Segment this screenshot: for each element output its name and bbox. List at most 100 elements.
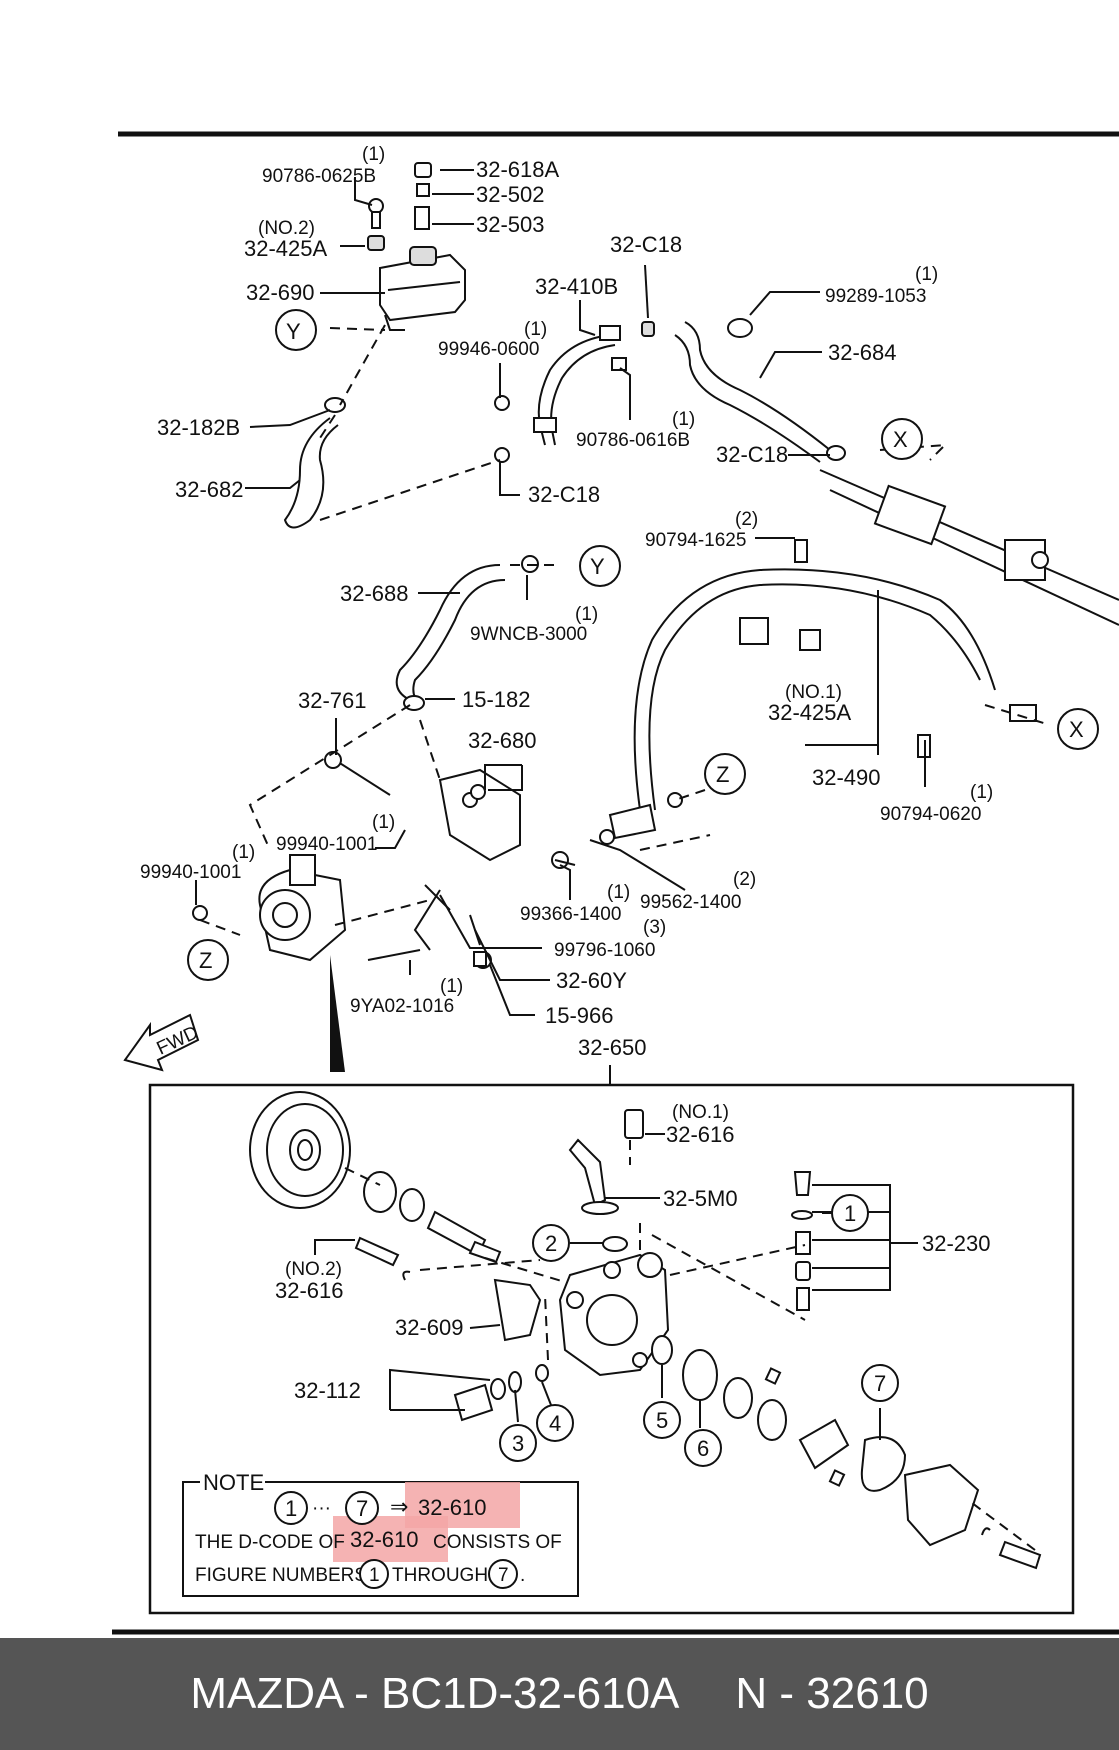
svg-text:5: 5 [656, 1408, 668, 1433]
label-qty: (1) [607, 882, 630, 903]
upper-part-labels: (1) 90786-0625B 32-618A 32-502 32-503 (N… [140, 144, 993, 1060]
label-32-5m0: 32-5M0 [663, 1186, 738, 1211]
note-line3-num-1: 1 [369, 1565, 380, 1586]
label-32-503: 32-503 [476, 212, 545, 237]
note-line2-a: THE D-CODE OF [195, 1532, 345, 1553]
label-32-616-no2: 32-616 [275, 1278, 344, 1303]
label-15-182: 15-182 [462, 687, 531, 712]
label-32-c18-c: 32-C18 [528, 482, 600, 507]
bolt-rear [998, 1540, 1042, 1570]
label-99366-1400: 99366-1400 [520, 904, 621, 925]
label-32-616-no1: 32-616 [666, 1122, 735, 1147]
label-32-490: 32-490 [812, 765, 881, 790]
label-32-502: 32-502 [476, 182, 545, 207]
note-line2-b: CONSISTS OF [433, 1532, 562, 1553]
label-32-c18-b: 32-C18 [716, 442, 788, 467]
label-qty: (1) [440, 976, 463, 997]
label-no2: (NO.2) [258, 218, 315, 239]
svg-text:Z: Z [716, 762, 729, 787]
pump-body [558, 1252, 670, 1377]
svg-text:6: 6 [697, 1436, 709, 1461]
steering-rack [819, 469, 1119, 626]
note-arrow: ⇒ [390, 1494, 408, 1519]
label-32-410b: 32-410B [535, 274, 618, 299]
rear-cover [903, 1463, 980, 1547]
fwd-arrow: FWD [123, 1013, 202, 1072]
figure-number-4: 4 [536, 1404, 574, 1442]
rotor [757, 1399, 787, 1441]
inset-pointer [330, 955, 345, 1072]
label-qty: (1) [372, 812, 395, 833]
label-90786-0616b: 90786-0616B [576, 430, 690, 451]
label-qty: (2) [735, 509, 758, 530]
label-15-966: 15-966 [545, 1003, 614, 1028]
label-qty: (1) [915, 264, 938, 285]
label-32-618a: 32-618A [476, 157, 560, 182]
label-qty: (2) [733, 869, 756, 890]
label-32-60y: 32-60Y [556, 968, 627, 993]
footer-part-number: MAZDA - BC1D-32-610A [190, 1669, 680, 1718]
clamp-32-182b [324, 397, 346, 413]
note-box: NOTE 1 ··· 7 ⇒ 32-610 THE D-CODE OF 32-6… [182, 1470, 579, 1597]
label-32-112: 32-112 [294, 1378, 361, 1403]
callout-x-mid: X [1057, 708, 1099, 750]
label-qty: (3) [643, 917, 666, 938]
label-32-425a-no2: 32-425A [244, 236, 328, 261]
label-32-425a-no1: 32-425A [768, 700, 852, 725]
bearing [363, 1171, 397, 1213]
bracket [739, 617, 769, 645]
callout-z-mid: Z [704, 753, 746, 795]
label-32-688: 32-688 [340, 581, 409, 606]
figure-number-3: 3 [499, 1424, 537, 1462]
fitting-32-5m0 [568, 1138, 607, 1207]
fitting-32-616-no1 [624, 1109, 644, 1139]
callout-y-top: Y [275, 309, 317, 351]
label-32-230: 32-230 [922, 1231, 991, 1256]
note-code-1: 32-610 [418, 1495, 487, 1520]
leader-lines [195, 169, 926, 1085]
label-32-182b: 32-182B [157, 415, 240, 440]
note-code-2: 32-610 [350, 1527, 419, 1552]
svg-text:3: 3 [512, 1431, 524, 1456]
figure-number-1: 1 [831, 1194, 869, 1232]
gasket [860, 1436, 907, 1492]
pipe-fitting [599, 325, 621, 341]
svg-text:Y: Y [590, 554, 605, 579]
svg-text:1: 1 [844, 1201, 856, 1226]
label-9wncb-3000: 9WNCB-3000 [470, 624, 587, 645]
sensor-32-112 [453, 1383, 494, 1422]
figure-number-7: 7 [861, 1364, 899, 1402]
svg-text:7: 7 [874, 1371, 886, 1396]
label-32-684: 32-684 [828, 340, 897, 365]
plate [798, 1418, 850, 1470]
callout-x-top: X [881, 418, 923, 460]
callout-y-mid: Y [579, 545, 621, 587]
pulley [249, 1091, 351, 1209]
svg-text:4: 4 [549, 1411, 561, 1436]
lower-leader-lines [314, 1133, 918, 1440]
label-99946-0600: 99946-0600 [438, 339, 539, 360]
cam-ring [723, 1377, 753, 1419]
inset-box [148, 1083, 1075, 1615]
note-line3-a: FIGURE NUMBERS [195, 1565, 367, 1586]
bracket-32-680 [438, 768, 521, 862]
note-num-1: 1 [285, 1496, 297, 1521]
reservoir-tank [367, 162, 466, 331]
hose-32-688 [395, 564, 501, 701]
label-99289-1053: 99289-1053 [825, 286, 926, 307]
figure-number-2: 2 [532, 1224, 570, 1262]
label-99940-1001-b: 99940-1001 [140, 862, 241, 883]
label-99562-1400: 99562-1400 [640, 892, 741, 913]
svg-text:Y: Y [286, 319, 301, 344]
valve-kit-32-230 [791, 1171, 813, 1311]
callout-z-left: Z [187, 939, 229, 981]
label-32-682: 32-682 [175, 477, 244, 502]
label-90786-0625b: 90786-0625B [262, 166, 376, 187]
bolt-9ya02 [367, 949, 421, 961]
label-32-680: 32-680 [468, 728, 537, 753]
note-line3-num-7: 7 [498, 1565, 509, 1586]
label-qty: (1) [970, 782, 993, 803]
label-32-609: 32-609 [395, 1315, 464, 1340]
note-title: NOTE [203, 1470, 264, 1495]
